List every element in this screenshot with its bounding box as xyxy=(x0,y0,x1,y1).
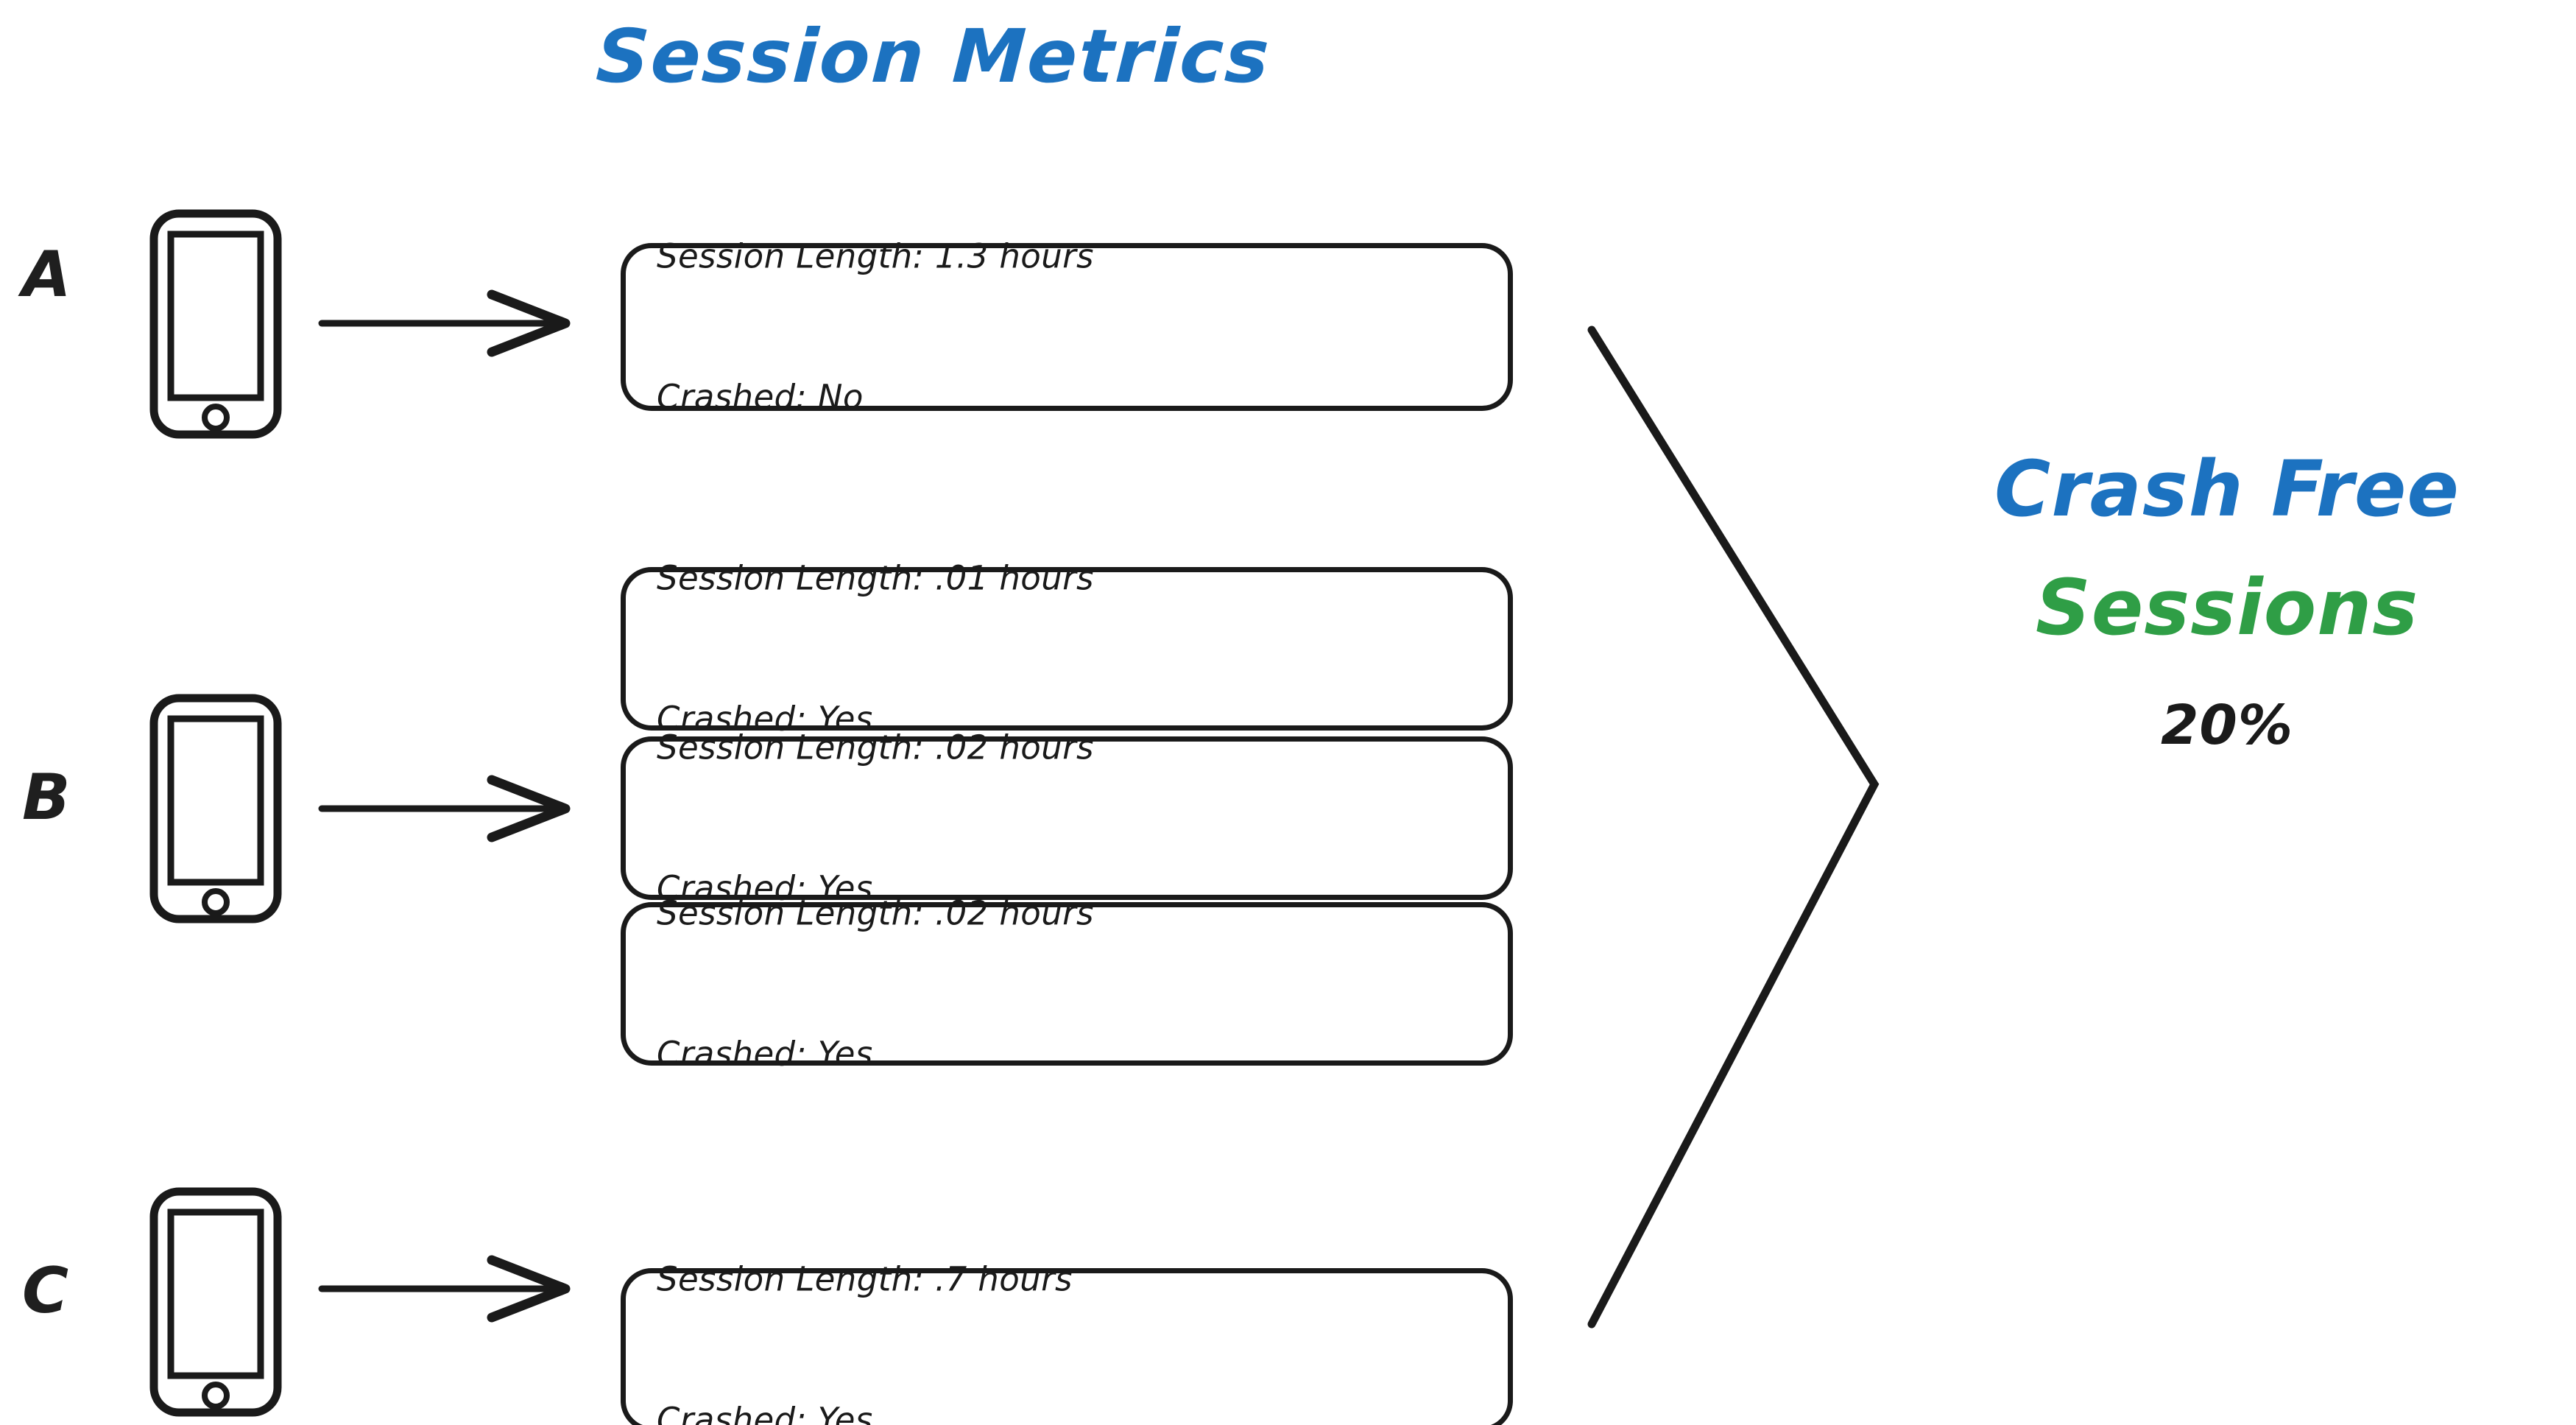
chevron-right-bracket xyxy=(1587,326,1880,1329)
device-label-b: B xyxy=(22,761,71,834)
arrow-right-icon-c xyxy=(318,1255,571,1323)
session-card[interactable]: Session Length: .01 hours Crashed: Yes xyxy=(621,558,1513,739)
result-title-line1: Crash Free xyxy=(1994,444,2460,534)
smartphone-icon-a xyxy=(149,209,282,439)
session-card-text: Session Length: .02 hours Crashed: Yes xyxy=(657,630,1094,1006)
result-title-line2: Sessions xyxy=(2035,563,2419,653)
session-crashed-line: Crashed: Yes xyxy=(657,868,873,908)
session-length-line: Session Length: .02 hours xyxy=(657,728,1094,767)
session-card-text: Session Length: .02 hours Crashed: Yes xyxy=(657,795,1094,1172)
page-title: Session Metrics xyxy=(593,13,1273,99)
session-card-text: Session Length: .01 hours Crashed: Yes xyxy=(657,460,1094,837)
arrow-right-icon-b xyxy=(318,775,571,842)
session-crashed-line: Crashed: No xyxy=(657,377,864,417)
device-label-a: A xyxy=(22,238,71,312)
device-label-c: C xyxy=(22,1254,69,1328)
smartphone-icon-c xyxy=(149,1187,282,1417)
session-crashed-line: Crashed: Yes xyxy=(657,1400,873,1425)
session-card-text: Session Length: .7 hours Crashed: Yes xyxy=(657,1161,1073,1425)
session-card[interactable]: Session Length: .7 hours Crashed: Yes xyxy=(621,1259,1513,1425)
result-value: 20% xyxy=(2160,694,2294,758)
session-card[interactable]: Session Length: 1.3 hours Crashed: No xyxy=(621,236,1513,417)
session-crashed-line: Crashed: Yes xyxy=(657,1034,873,1074)
arrow-right-icon-a xyxy=(318,289,571,357)
smartphone-icon-b xyxy=(149,694,282,923)
session-length-line: Session Length: .01 hours xyxy=(657,558,1094,598)
session-length-line: Session Length: .7 hours xyxy=(657,1259,1073,1299)
session-length-line: Session Length: 1.3 hours xyxy=(657,236,1094,276)
result-block: Crash Free Sessions 20% xyxy=(1885,444,2569,758)
session-card[interactable]: Session Length: .02 hours Crashed: Yes xyxy=(621,728,1513,908)
session-length-line: Session Length: .02 hours xyxy=(657,893,1094,933)
session-crashed-line: Crashed: Yes xyxy=(657,699,873,739)
session-card-text: Session Length: 1.3 hours Crashed: No xyxy=(657,138,1094,515)
session-card[interactable]: Session Length: .02 hours Crashed: Yes xyxy=(621,893,1513,1074)
